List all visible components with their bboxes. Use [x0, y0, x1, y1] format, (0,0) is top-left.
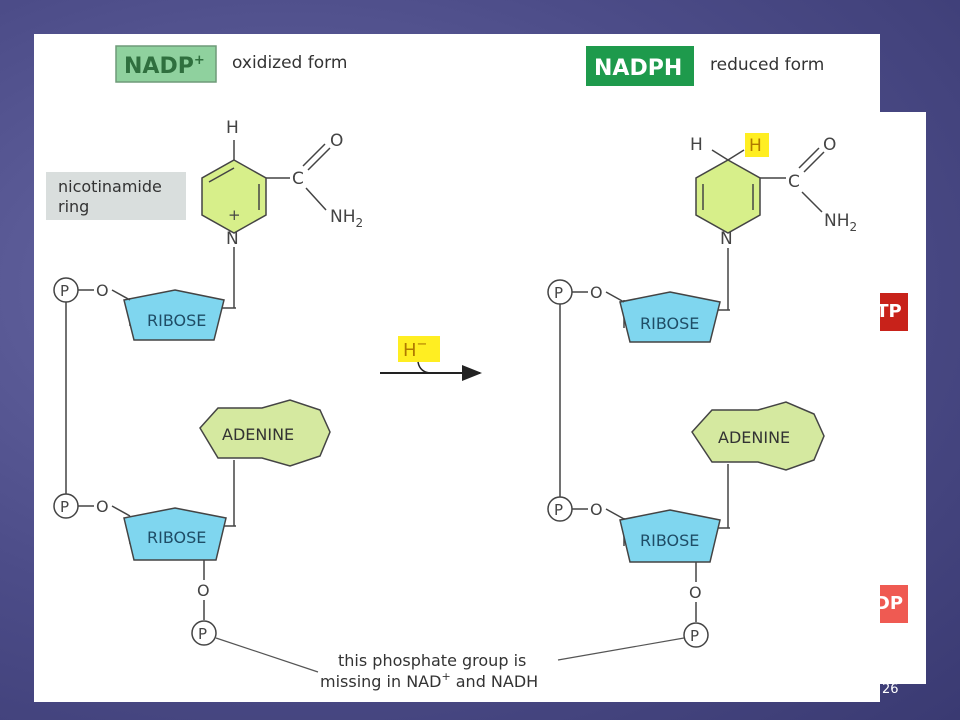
hydride-transfer: H− [380, 336, 482, 381]
reduced-oxygen-lower: O [590, 500, 603, 519]
reduced-ribose-lower-label: RIBOSE [640, 531, 699, 550]
reduced-nicotinamide-ring [695, 159, 761, 234]
adenine-left-label: ADENINE [222, 425, 294, 444]
caption-line-2: missing in NAD+ and NADH [320, 670, 538, 691]
ring-hydrogen-added: H [749, 136, 762, 156]
phosphate-2prime [191, 620, 217, 646]
nicotinamide-label-box [46, 172, 186, 220]
oxygen-upper: O [96, 281, 109, 300]
slide-number: 26 [882, 682, 899, 697]
amide-group: NH2 [330, 207, 363, 230]
oxygen-2prime: O [197, 581, 210, 600]
main-slide [34, 34, 880, 702]
oxygen-lower: O [96, 497, 109, 516]
ring-nitrogen: N [226, 229, 239, 249]
reduced-ring-nitrogen: N [720, 229, 733, 249]
svg-text:P: P [60, 282, 69, 300]
reduced-ribose-lower [619, 509, 721, 563]
nadph-badge [586, 46, 694, 86]
nicotinamide-label: nicotinamide [58, 177, 162, 196]
adenine-left [199, 399, 331, 467]
ribose-upper [123, 289, 225, 341]
svg-text:P: P [198, 625, 207, 643]
added-hydrogen-highlight [745, 133, 769, 157]
positive-charge: + [228, 206, 241, 224]
ring-hydrogen: H [226, 118, 239, 138]
adenine-right [691, 401, 825, 471]
hydride-highlight [398, 336, 440, 362]
caption-line-1: this phosphate group is [338, 651, 526, 670]
reduced-ribose-upper [619, 291, 721, 343]
nadp-badge [115, 45, 217, 83]
reduced-oxygen-2prime: O [689, 583, 702, 602]
svg-text:P: P [554, 284, 563, 302]
reduced-ribose-upper-label: RIBOSE [640, 314, 699, 333]
phosphate-caption: this phosphate group is missing in NAD+ … [215, 637, 685, 691]
carbonyl-oxygen: O [330, 131, 343, 151]
ribose-lower [123, 507, 227, 561]
ribose-upper-label: RIBOSE [147, 311, 206, 330]
nadph-badge-text: NADPH [594, 56, 682, 81]
svg-text:P: P [690, 627, 699, 645]
ring-label: ring [58, 197, 89, 216]
oxidized-form-label: oxidized form [232, 53, 347, 73]
hydride-ion: H− [403, 337, 427, 361]
reduced-carbonyl-carbon: C [788, 172, 800, 192]
reduced-oxygen-upper: O [590, 283, 603, 302]
reduced-amide-group: NH2 [824, 211, 857, 234]
nadp-oxidized-molecule: NADP+ oxidized form nicotinamide ring H … [46, 45, 363, 646]
svg-text:P: P [60, 498, 69, 516]
reduced-phosphate-2prime [683, 622, 709, 648]
adenine-right-label: ADENINE [718, 428, 790, 447]
svg-text:P: P [554, 501, 563, 519]
ribose-lower-label: RIBOSE [147, 528, 206, 547]
ring-hydrogen-existing: H [690, 135, 703, 155]
carbonyl-carbon: C [292, 169, 304, 189]
nadp-badge-text: NADP+ [124, 53, 205, 79]
nadph-reduced-molecule: NADPH reduced form H H C O NH2 N RIBOSE … [547, 46, 857, 648]
reduced-form-label: reduced form [710, 55, 824, 75]
reduced-carbonyl-oxygen: O [823, 135, 836, 155]
